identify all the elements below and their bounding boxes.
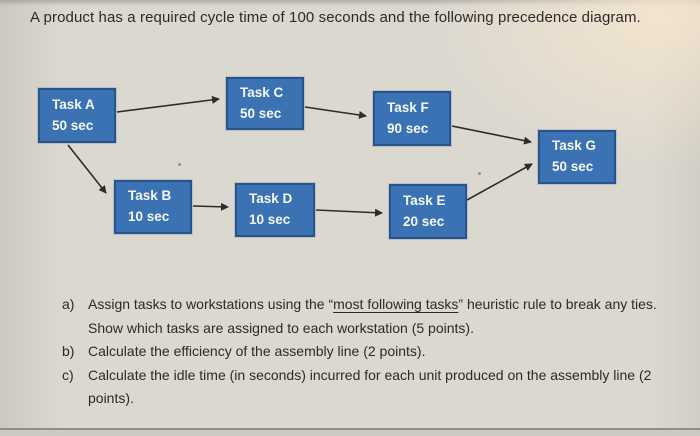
task-node-e: Task E 20 sec <box>389 184 467 239</box>
photo-speck <box>178 163 181 166</box>
question-a-post: ” heuristic rule to break any ties. <box>458 296 657 312</box>
task-node-d: Task D 10 sec <box>235 183 315 237</box>
photo-edge-strip <box>0 430 700 436</box>
task-d-time: 10 sec <box>249 212 291 227</box>
task-a-time: 50 sec <box>52 117 94 133</box>
task-d-label: Task D <box>249 191 293 207</box>
arrow-a-c <box>116 95 220 113</box>
photo-edge-line <box>0 428 700 430</box>
arrow-c-f <box>304 106 367 119</box>
task-node-a: Task A 50 sec <box>38 88 116 143</box>
arrow-b-d <box>192 202 229 211</box>
arrow-a-b <box>67 144 107 194</box>
task-c-label: Task C <box>240 84 284 100</box>
question-b-text: Calculate the efficiency of the assembly… <box>88 343 426 360</box>
task-node-f: Task F 90 sec <box>373 91 451 146</box>
task-b-time: 10 sec <box>128 209 170 224</box>
photo-speck <box>478 172 481 175</box>
question-a-line1: Assign tasks to workstations using the “… <box>88 293 682 317</box>
arrow-d-e <box>315 208 383 217</box>
task-e-label: Task E <box>403 192 446 208</box>
question-a-line2: Show which tasks are assigned to each wo… <box>88 319 474 336</box>
question-b: b) Calculate the efficiency of the assem… <box>62 340 682 364</box>
arrow-f-g <box>451 125 532 145</box>
task-c-time: 50 sec <box>240 105 282 121</box>
question-a: a) Assign tasks to workstations using th… <box>62 293 682 340</box>
problem-statement: A product has a required cycle time of 1… <box>30 9 641 26</box>
question-b-marker: b) <box>62 343 75 360</box>
task-node-c: Task C 50 sec <box>226 77 304 130</box>
question-c-line1: Calculate the idle time (in seconds) inc… <box>88 366 652 383</box>
task-f-time: 90 sec <box>387 120 429 136</box>
question-c-text: Calculate the idle time (in seconds) inc… <box>88 364 682 411</box>
question-c: c) Calculate the idle time (in seconds) … <box>62 364 682 411</box>
question-a-text: Assign tasks to workstations using the “… <box>88 293 682 340</box>
task-g-label: Task G <box>552 138 597 154</box>
question-a-underlined: most following tasks <box>333 296 459 312</box>
task-node-g: Task G 50 sec <box>538 130 616 184</box>
task-a-label: Task A <box>52 96 95 112</box>
question-a-pre: Assign tasks to workstations using the “ <box>88 296 334 312</box>
task-b-label: Task B <box>128 188 172 204</box>
question-list: a) Assign tasks to workstations using th… <box>62 293 682 411</box>
question-c-line2: points). <box>88 390 134 407</box>
task-g-time: 50 sec <box>552 159 594 174</box>
arrow-e-g <box>466 163 533 201</box>
task-f-label: Task F <box>387 99 429 115</box>
task-node-b: Task B 10 sec <box>114 180 192 234</box>
question-c-marker: c) <box>62 366 74 383</box>
question-a-marker: a) <box>62 296 75 312</box>
task-e-time: 20 sec <box>403 213 445 229</box>
